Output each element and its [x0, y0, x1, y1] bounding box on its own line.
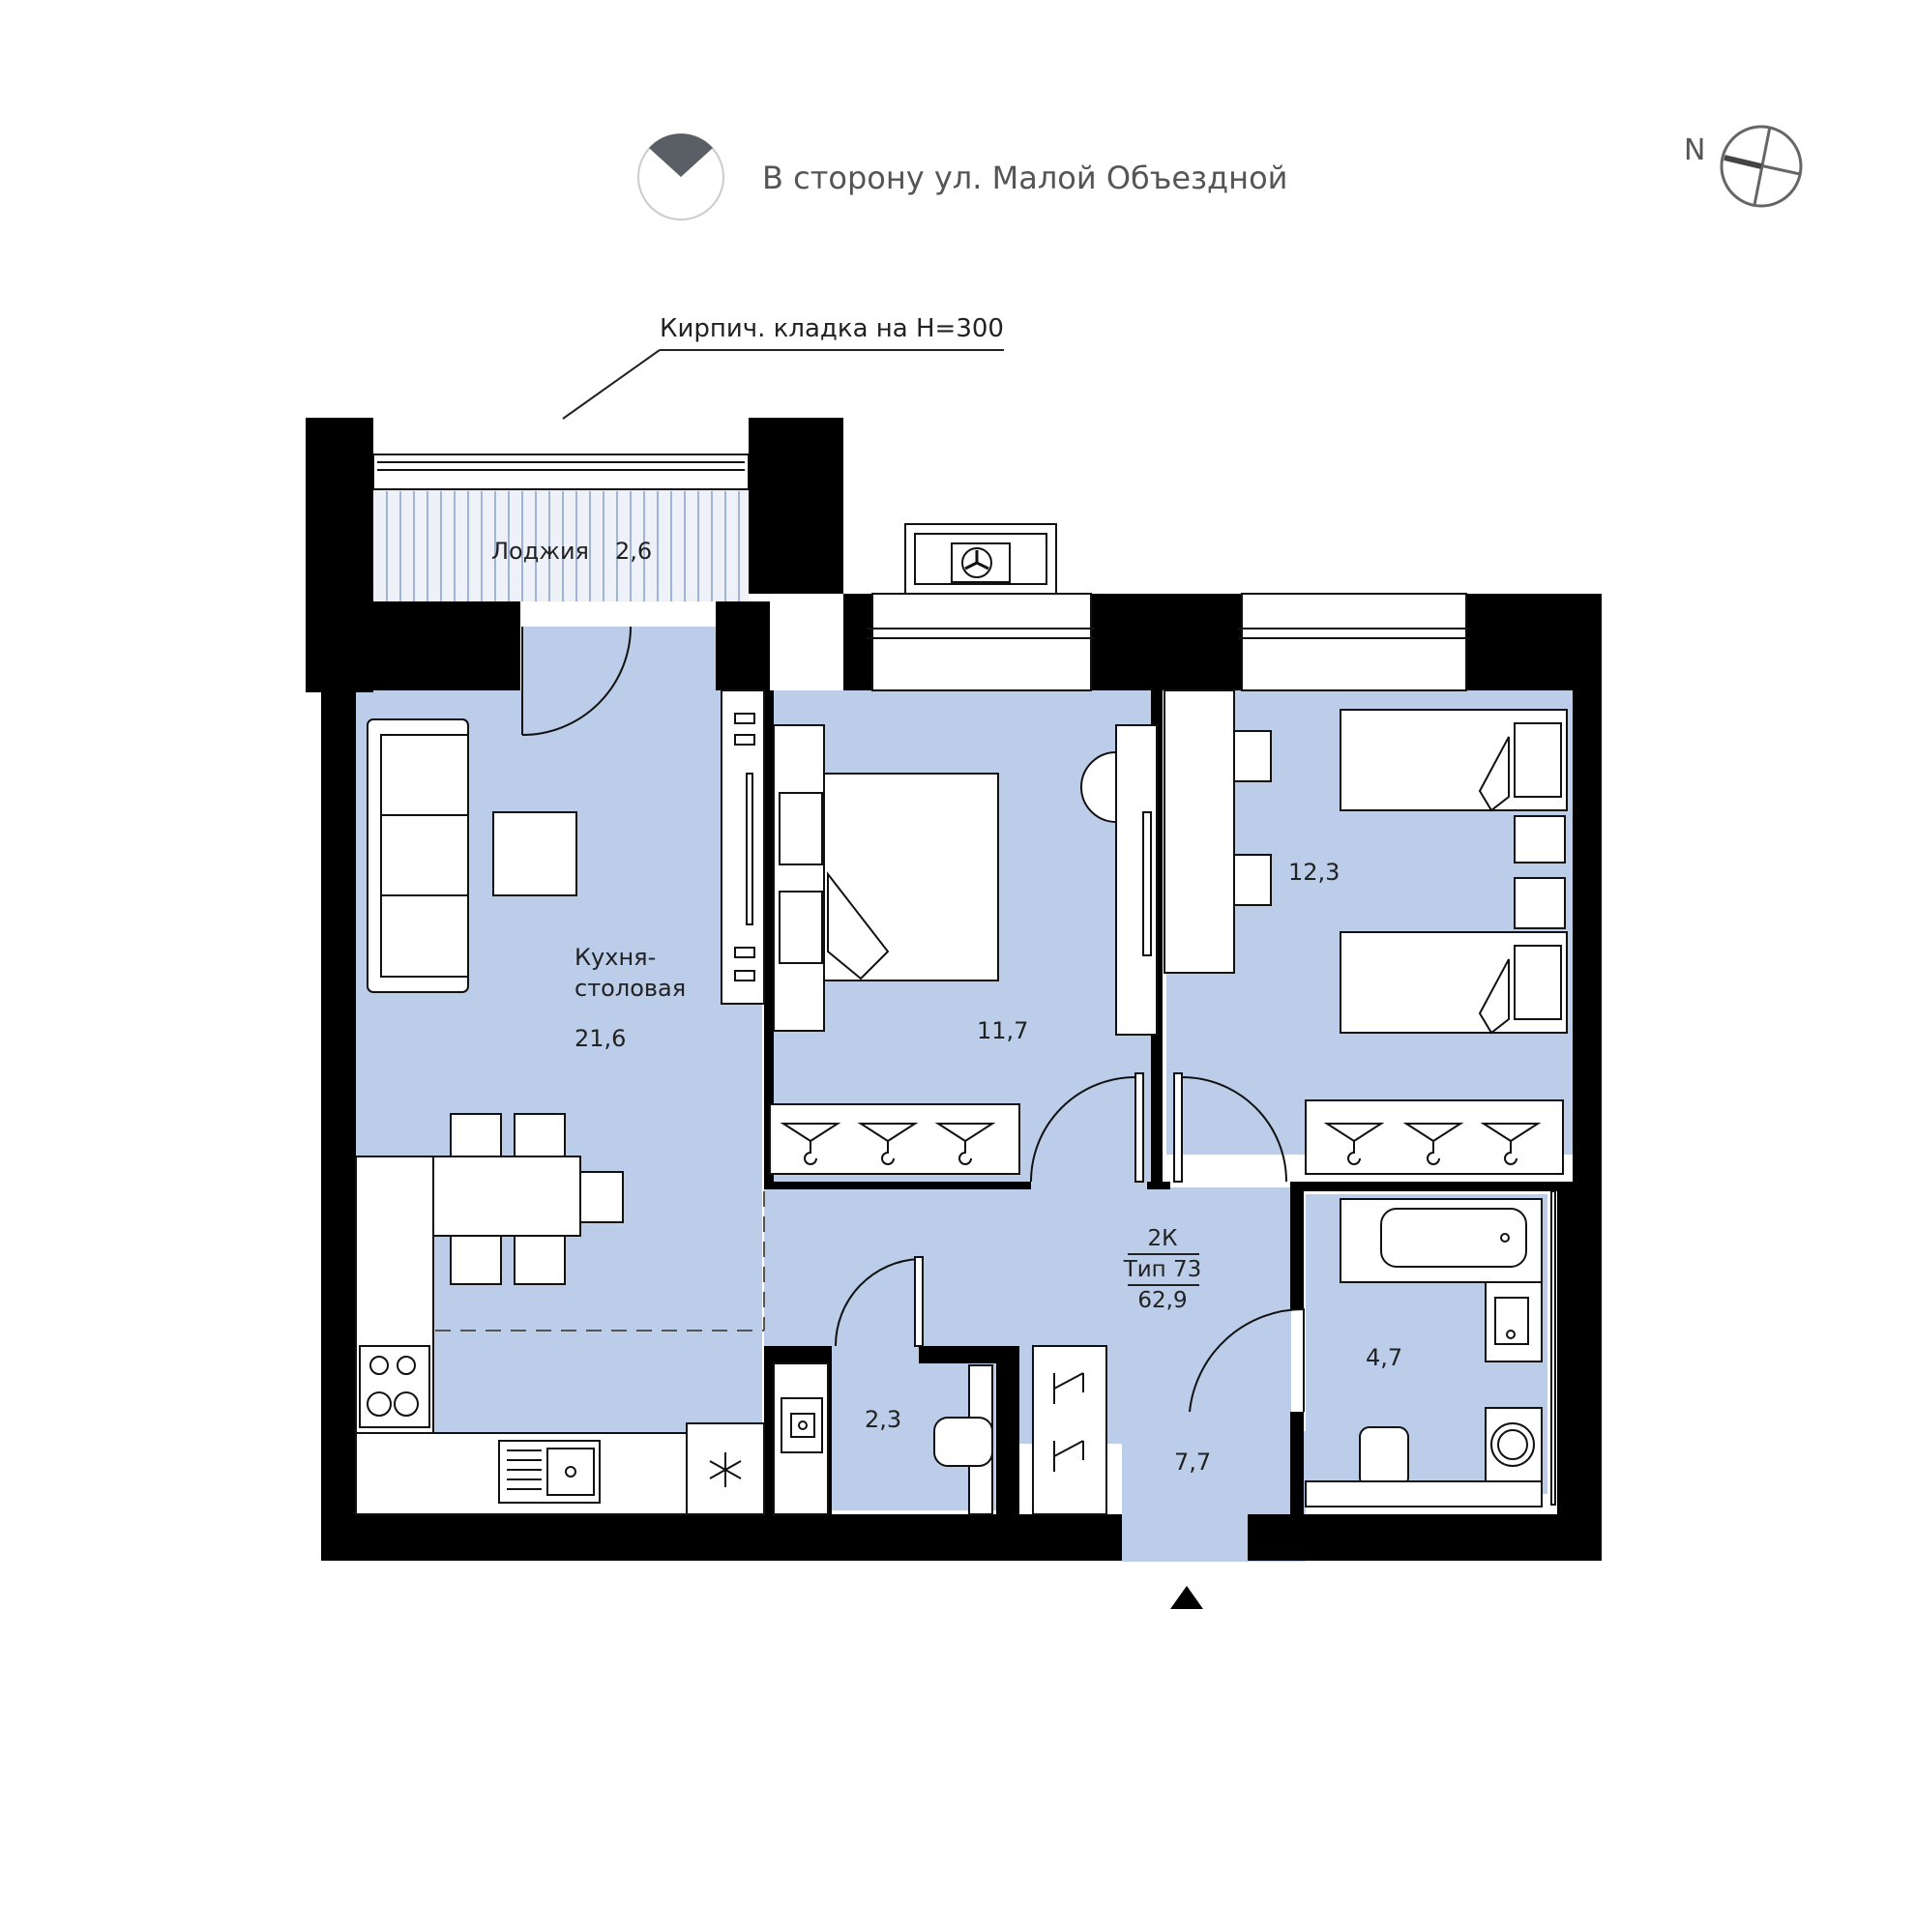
kitchen-name-2: столовая: [574, 975, 686, 1002]
hangers-bedroom1: [780, 1123, 996, 1165]
wall-north-c: [1466, 594, 1602, 690]
bath-area: 4,7: [1366, 1344, 1402, 1371]
wall-south-right: [1248, 1514, 1602, 1561]
kitchen-zone-lines: [435, 1191, 765, 1332]
wall-west: [321, 690, 356, 1561]
entrance-arrow-icon: [1170, 1586, 1203, 1609]
nightstand: [1514, 877, 1566, 929]
wall-bath-east: [1557, 1191, 1573, 1514]
ac-fan-icon: [951, 542, 1011, 583]
nightstand-column: [773, 724, 825, 1032]
nightstand: [779, 792, 823, 865]
chair: [450, 1235, 502, 1285]
chair: [450, 1113, 502, 1157]
dining-table: [432, 1156, 581, 1237]
wall-loggia-right: [749, 418, 843, 594]
door-bedroom2: [1181, 1075, 1287, 1183]
wall-south-left: [321, 1514, 1122, 1561]
chair: [1233, 854, 1272, 906]
loggia-floor-hatch: [386, 491, 740, 601]
wall-north-b: [1091, 594, 1242, 690]
bedroom1-furniture: [769, 724, 1158, 1175]
wc-furniture: [773, 1362, 993, 1515]
kitchen-furniture: [355, 718, 765, 1515]
wc-area: 2,3: [865, 1406, 901, 1433]
stove: [359, 1345, 430, 1428]
loggia: [372, 454, 750, 601]
wall-wc-north: [919, 1346, 1019, 1363]
wall-loggia-bottom-right: [716, 601, 770, 690]
north-label: N: [1684, 133, 1705, 167]
bath-bench: [1305, 1480, 1543, 1508]
wardrobe-bedroom1: [769, 1103, 1020, 1175]
hall-closet: [1032, 1345, 1107, 1515]
door-loggia: [521, 626, 632, 736]
brick-note: Кирпич. кладка на H=300: [660, 314, 1004, 343]
chair: [1233, 730, 1272, 782]
wall-bedroom2-south: [1290, 1182, 1573, 1191]
nightstand: [779, 891, 823, 964]
bath-toilet: [1359, 1426, 1409, 1488]
loggia-door-floor: [522, 627, 716, 694]
desk-2: [1164, 689, 1235, 974]
wall-north-a: [843, 594, 872, 690]
bedroom2-area: 12,3: [1288, 859, 1340, 886]
ac-unit: [904, 523, 1057, 595]
hall-area: 7,7: [1174, 1449, 1211, 1476]
wall-bath-west-bottom: [1290, 1412, 1304, 1514]
desk-chair: [1080, 750, 1117, 824]
doors: [521, 626, 1305, 1413]
wall-kitchen-bedroom: [764, 690, 774, 1189]
compass-icon: [1720, 125, 1803, 208]
door-bedroom1: [1030, 1075, 1136, 1183]
chair: [579, 1171, 624, 1223]
coffee-table: [492, 811, 577, 896]
bedroom1-area: 11,7: [977, 1017, 1028, 1044]
wall-bedrooms-stub: [1147, 1182, 1170, 1189]
entrance-floor: [1122, 1489, 1248, 1560]
loggia-name: Лоджия: [491, 538, 589, 565]
wall-east: [1573, 594, 1602, 1561]
chair: [514, 1235, 566, 1285]
wall-wc-east: [996, 1346, 1019, 1514]
apartment-total-area: 62,9: [1137, 1288, 1187, 1313]
wall-loggia-bottom-left: [306, 601, 520, 690]
sofa-seat: [380, 734, 469, 978]
wall-bath-west-top: [1290, 1182, 1304, 1309]
window-bedroom1: [871, 593, 1092, 691]
apartment-type: Тип 73: [1123, 1257, 1202, 1282]
apartment-rooms: 2К: [1148, 1226, 1178, 1251]
walls: [306, 418, 1602, 1561]
window-bedroom2: [1241, 593, 1467, 691]
kitchen-name-1: Кухня-: [574, 944, 656, 971]
wardrobe-bedroom2: [1305, 1099, 1564, 1175]
door-bath: [1189, 1307, 1305, 1413]
direction-text: В сторону ул. Малой Объездной: [762, 160, 1287, 196]
chair: [514, 1113, 566, 1157]
windows: [867, 593, 1470, 691]
kitchen-area: 21,6: [574, 1025, 626, 1052]
bath-fixtures: [1305, 1190, 1556, 1508]
nightstand: [1514, 815, 1566, 864]
wall-bedroom1-south: [764, 1182, 1031, 1189]
apartment-type-badge: 2К Тип 73 62,9: [1123, 1226, 1202, 1313]
door-wc: [834, 1257, 920, 1347]
snowflake-icon: [709, 1452, 742, 1487]
hangers-bedroom2: [1323, 1123, 1542, 1165]
direction-icon: [637, 133, 724, 220]
wc-toilet: [933, 1417, 993, 1467]
loggia-area: 2,6: [615, 538, 652, 565]
kitchen-shelf: [721, 689, 765, 1005]
brick-note-leader: [562, 349, 1004, 420]
